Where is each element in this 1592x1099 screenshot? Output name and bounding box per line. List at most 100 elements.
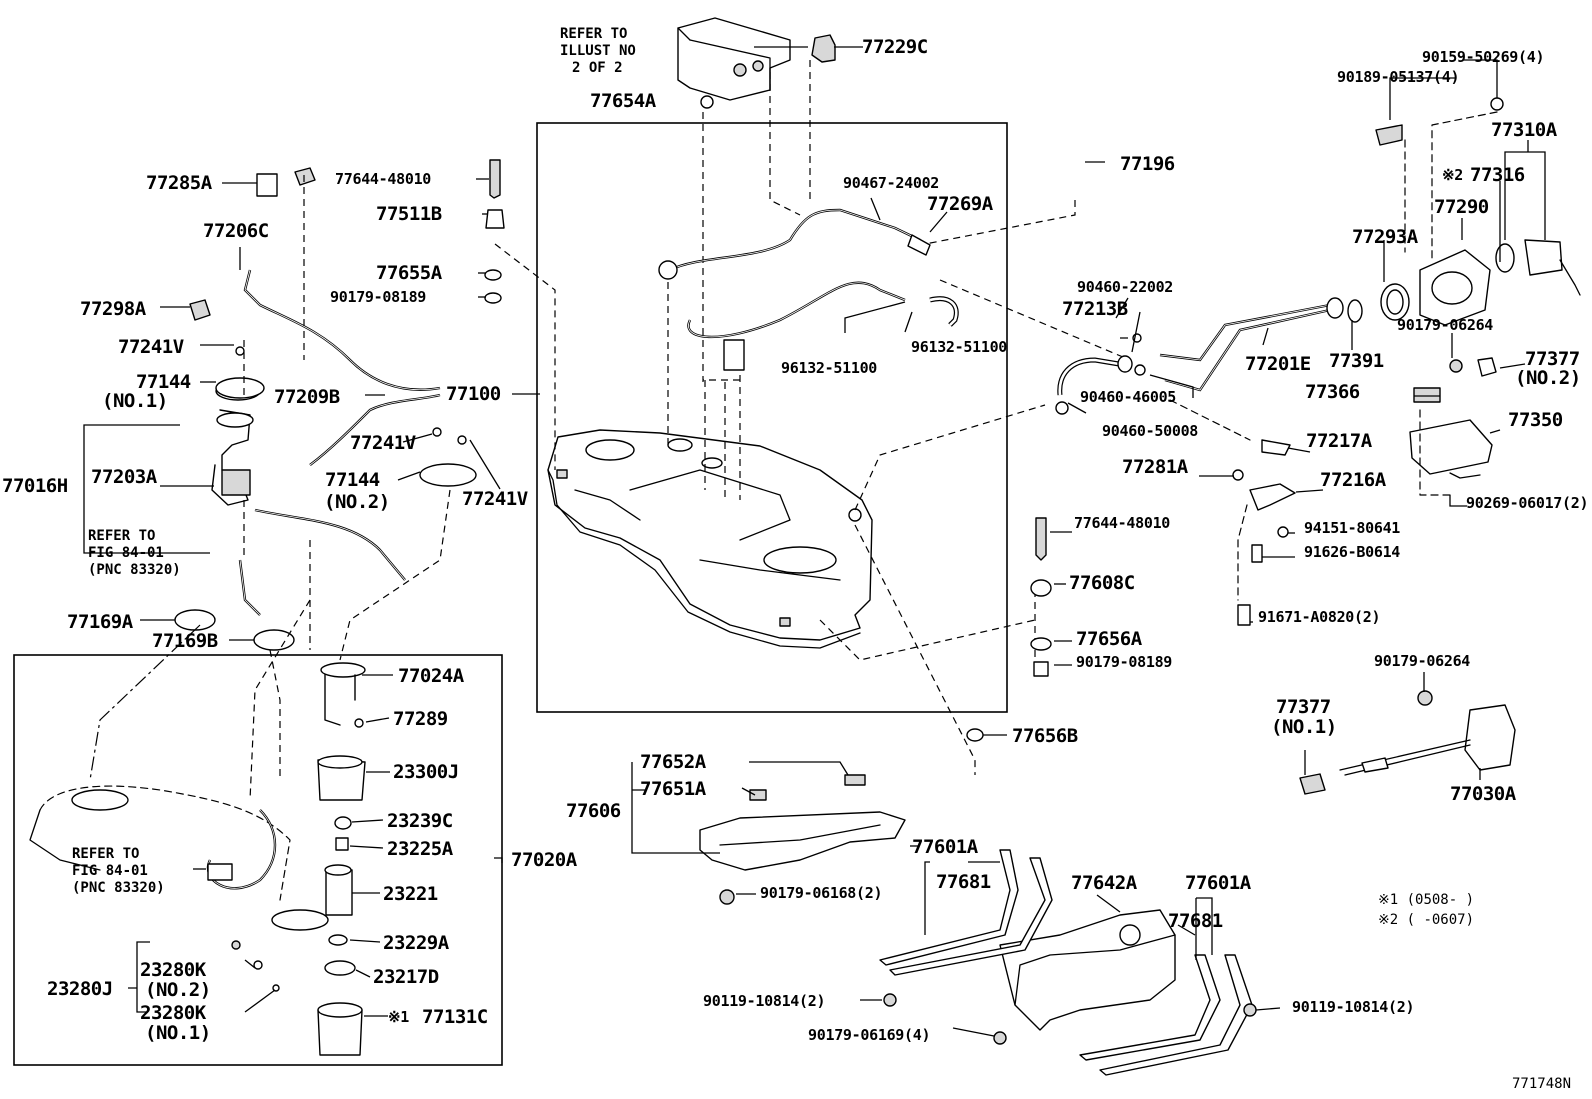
part-label-77241V[interactable]: 77241V <box>350 432 416 454</box>
part-label-77654A[interactable]: 77654A <box>590 90 656 112</box>
part-label-77020A[interactable]: 77020A <box>511 849 577 871</box>
part-label-77377-no2: (NO.2) <box>1515 367 1581 389</box>
fuel-gauge-assembly-icon <box>211 381 261 506</box>
part-label-90179-06264[interactable]: 90179-06264 <box>1374 652 1471 670</box>
o-ring-icon <box>1347 299 1363 323</box>
part-label-90179-08189[interactable]: 90179-08189 <box>1076 653 1173 671</box>
tank-section-icon <box>29 785 329 931</box>
part-label-77391[interactable]: 77391 <box>1329 350 1384 372</box>
part-label-23225A[interactable]: 23225A <box>387 838 453 860</box>
part-label-90460-22002[interactable]: 90460-22002 <box>1077 278 1174 296</box>
part-label-77241V[interactable]: 77241V <box>462 488 528 510</box>
part-label-77606[interactable]: 77606 <box>566 800 621 822</box>
refer-note-line: REFER TO <box>560 26 628 42</box>
part-label-77201E[interactable]: 77201E <box>1245 353 1311 375</box>
part-label-23221[interactable]: 23221 <box>383 883 438 905</box>
part-label-77651A[interactable]: 77651A <box>640 778 706 800</box>
fuel-tank-icon <box>547 429 873 649</box>
part-label-77229C[interactable]: 77229C <box>862 36 928 58</box>
part-label-96132-51100[interactable]: 96132-51100 <box>781 359 878 377</box>
part-label-77511B[interactable]: 77511B <box>376 203 442 225</box>
part-label-91626-B0614[interactable]: 91626-B0614 <box>1304 543 1401 561</box>
part-label-77644-48010[interactable]: 77644-48010 <box>335 170 432 188</box>
part-label-77644-48010[interactable]: 77644-48010 <box>1074 514 1171 532</box>
clamp-icon <box>811 34 836 63</box>
part-label-77241V[interactable]: 77241V <box>118 336 184 358</box>
part-label-90460-50008[interactable]: 90460-50008 <box>1102 422 1199 440</box>
part-label-77310A[interactable]: 77310A <box>1491 119 1557 141</box>
part-label-91671-A0820[interactable]: 91671-A0820(2) <box>1258 608 1381 626</box>
part-label-77216A[interactable]: 77216A <box>1320 469 1386 491</box>
part-label-77298A[interactable]: 77298A <box>80 298 146 320</box>
part-label-90179-06264[interactable]: 90179-06264 <box>1397 316 1494 334</box>
part-label-77144[interactable]: 77144 <box>136 371 191 393</box>
part-label-23239C[interactable]: 23239C <box>387 810 453 832</box>
part-label-77285A[interactable]: 77285A <box>146 172 212 194</box>
part-label-77203A[interactable]: 77203A <box>91 466 157 488</box>
part-label-77030A[interactable]: 77030A <box>1450 783 1516 805</box>
part-label-23280K[interactable]: 23280K <box>140 1002 206 1024</box>
heat-insulator-icon <box>993 909 1176 1045</box>
part-label-77144[interactable]: 77144 <box>325 469 380 491</box>
part-label-90179-06169[interactable]: 90179-06169(4) <box>808 1026 931 1044</box>
part-label-90467-24002[interactable]: 90467-24002 <box>843 174 940 192</box>
part-label-77209B[interactable]: 77209B <box>274 386 340 408</box>
part-label-77601A[interactable]: 77601A <box>912 836 978 858</box>
part-label-94151-80641[interactable]: 94151-80641 <box>1304 519 1401 537</box>
part-label-77196[interactable]: 77196 <box>1120 153 1175 175</box>
part-label-77681[interactable]: 77681 <box>1168 910 1223 932</box>
part-label-90119-10814[interactable]: 90119-10814(2) <box>1292 998 1415 1016</box>
part-label-77290[interactable]: 77290 <box>1434 196 1489 218</box>
part-label-77377-no1: (NO.1) <box>1271 716 1337 738</box>
refer-note-low: REFER TO FIG 84-01 (PNC 83320) <box>72 846 165 897</box>
part-label-23280J[interactable]: 23280J <box>47 978 113 1000</box>
part-label-77608C[interactable]: 77608C <box>1069 572 1135 594</box>
part-label-77293A[interactable]: 77293A <box>1352 226 1418 248</box>
part-label-77281A[interactable]: 77281A <box>1122 456 1188 478</box>
part-label-77366[interactable]: 77366 <box>1305 381 1360 403</box>
part-label-77269A[interactable]: 77269A <box>927 193 993 215</box>
part-label-23280K[interactable]: 23280K <box>140 959 206 981</box>
part-label-77601A[interactable]: 77601A <box>1185 872 1251 894</box>
part-label-77131C[interactable]: 77131C <box>422 1006 488 1028</box>
part-label-90460-46005[interactable]: 90460-46005 <box>1080 388 1177 406</box>
part-label-23300J[interactable]: 23300J <box>393 761 459 783</box>
filler-pipe-icon <box>1055 297 1344 415</box>
note-mark-2: ※2 <box>1442 166 1463 184</box>
part-label-77655A[interactable]: 77655A <box>376 262 442 284</box>
part-label-77316[interactable]: 77316 <box>1470 164 1525 186</box>
part-label-77213B[interactable]: 77213B <box>1062 298 1128 320</box>
part-label-77377[interactable]: 77377 <box>1525 348 1580 370</box>
part-label-77217A[interactable]: 77217A <box>1306 430 1372 452</box>
part-label-90179-06168[interactable]: 90179-06168(2) <box>760 884 883 902</box>
part-label-77681[interactable]: 77681 <box>936 871 991 893</box>
part-label-77377[interactable]: 77377 <box>1276 696 1331 718</box>
part-label-77656A[interactable]: 77656A <box>1076 628 1142 650</box>
part-label-77169B[interactable]: 77169B <box>152 630 218 652</box>
part-label-90269-06017[interactable]: 90269-06017(2) <box>1466 494 1589 512</box>
part-label-77350[interactable]: 77350 <box>1508 409 1563 431</box>
part-label-90189-05137[interactable]: 90189-05137(4) <box>1337 68 1460 86</box>
part-label-77024A[interactable]: 77024A <box>398 665 464 687</box>
part-label-77652A[interactable]: 77652A <box>640 751 706 773</box>
part-label-77169A[interactable]: 77169A <box>67 611 133 633</box>
refer-note-line: FIG 84-01 <box>88 545 164 561</box>
part-label-77642A[interactable]: 77642A <box>1071 872 1137 894</box>
fuel-lid-opener-icon <box>1299 690 1516 795</box>
part-label-77206C[interactable]: 77206C <box>203 220 269 242</box>
grommet-icon <box>700 95 714 109</box>
part-label-77289[interactable]: 77289 <box>393 708 448 730</box>
gasket-icon <box>174 609 295 651</box>
part-label-96132-51100[interactable]: 96132-51100 <box>911 338 1008 356</box>
part-label-90119-10814[interactable]: 90119-10814(2) <box>703 992 826 1010</box>
leader-lines <box>83 46 1546 1037</box>
part-label-77656B[interactable]: 77656B <box>1012 725 1078 747</box>
part-label-23217D[interactable]: 23217D <box>373 966 439 988</box>
part-label-90179-08189[interactable]: 90179-08189 <box>330 288 427 306</box>
part-label-90159-50269[interactable]: 90159-50269(4) <box>1422 48 1545 66</box>
part-label-77100[interactable]: 77100 <box>446 383 501 405</box>
part-label-77016H[interactable]: 77016H <box>2 475 68 497</box>
part-label-23229A[interactable]: 23229A <box>383 932 449 954</box>
refer-note-line: REFER TO <box>72 846 140 862</box>
